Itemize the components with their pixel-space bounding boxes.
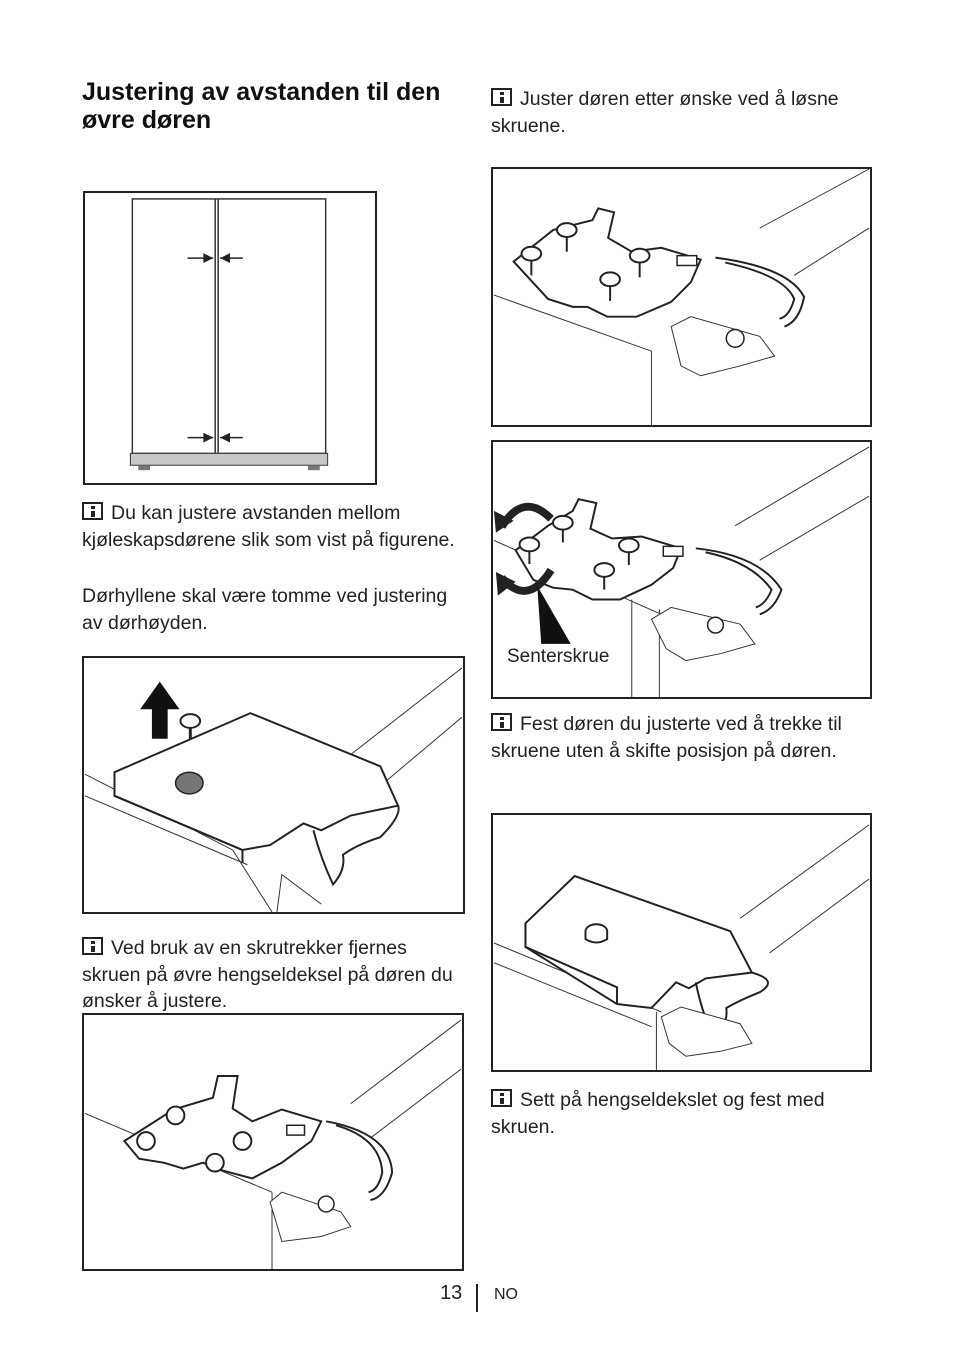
info-icon xyxy=(491,713,512,731)
center-screw-label: Senterskrue xyxy=(507,646,610,668)
fridge-doors-figure xyxy=(83,191,377,485)
note-tighten-screws: Fest døren du justerte ved å trekke til … xyxy=(491,713,842,762)
hinge-cover-reinstall-figure xyxy=(491,813,872,1072)
note-loosen-screws: Juster døren etter ønske ved å løsne skr… xyxy=(491,88,839,137)
info-icon xyxy=(491,88,512,106)
info-icon xyxy=(491,1089,512,1107)
note-empty-shelves: Dørhyllene skal være tomme ved justering… xyxy=(82,585,448,634)
page-number: 13 xyxy=(440,1282,463,1304)
hinge-cover-remove-screw-figure xyxy=(82,656,465,914)
note-adjust-gap: Du kan justere avstanden mellom kjøleska… xyxy=(82,502,455,551)
note-remove-screw: Ved bruk av en skrutrekker fjernes skrue… xyxy=(82,937,453,1012)
footer-divider xyxy=(476,1284,478,1312)
hinge-plate-figure xyxy=(82,1013,464,1271)
hinge-screws-figure xyxy=(491,167,872,427)
info-icon xyxy=(82,937,103,955)
center-screw-figure: Senterskrue xyxy=(491,440,872,699)
info-icon xyxy=(82,502,103,520)
note-refit-cover: Sett på hengseldekslet og fest med skrue… xyxy=(491,1089,825,1138)
language-code: NO xyxy=(494,1286,518,1303)
page-title: Justering av avstanden til den øvre døre… xyxy=(82,78,441,134)
